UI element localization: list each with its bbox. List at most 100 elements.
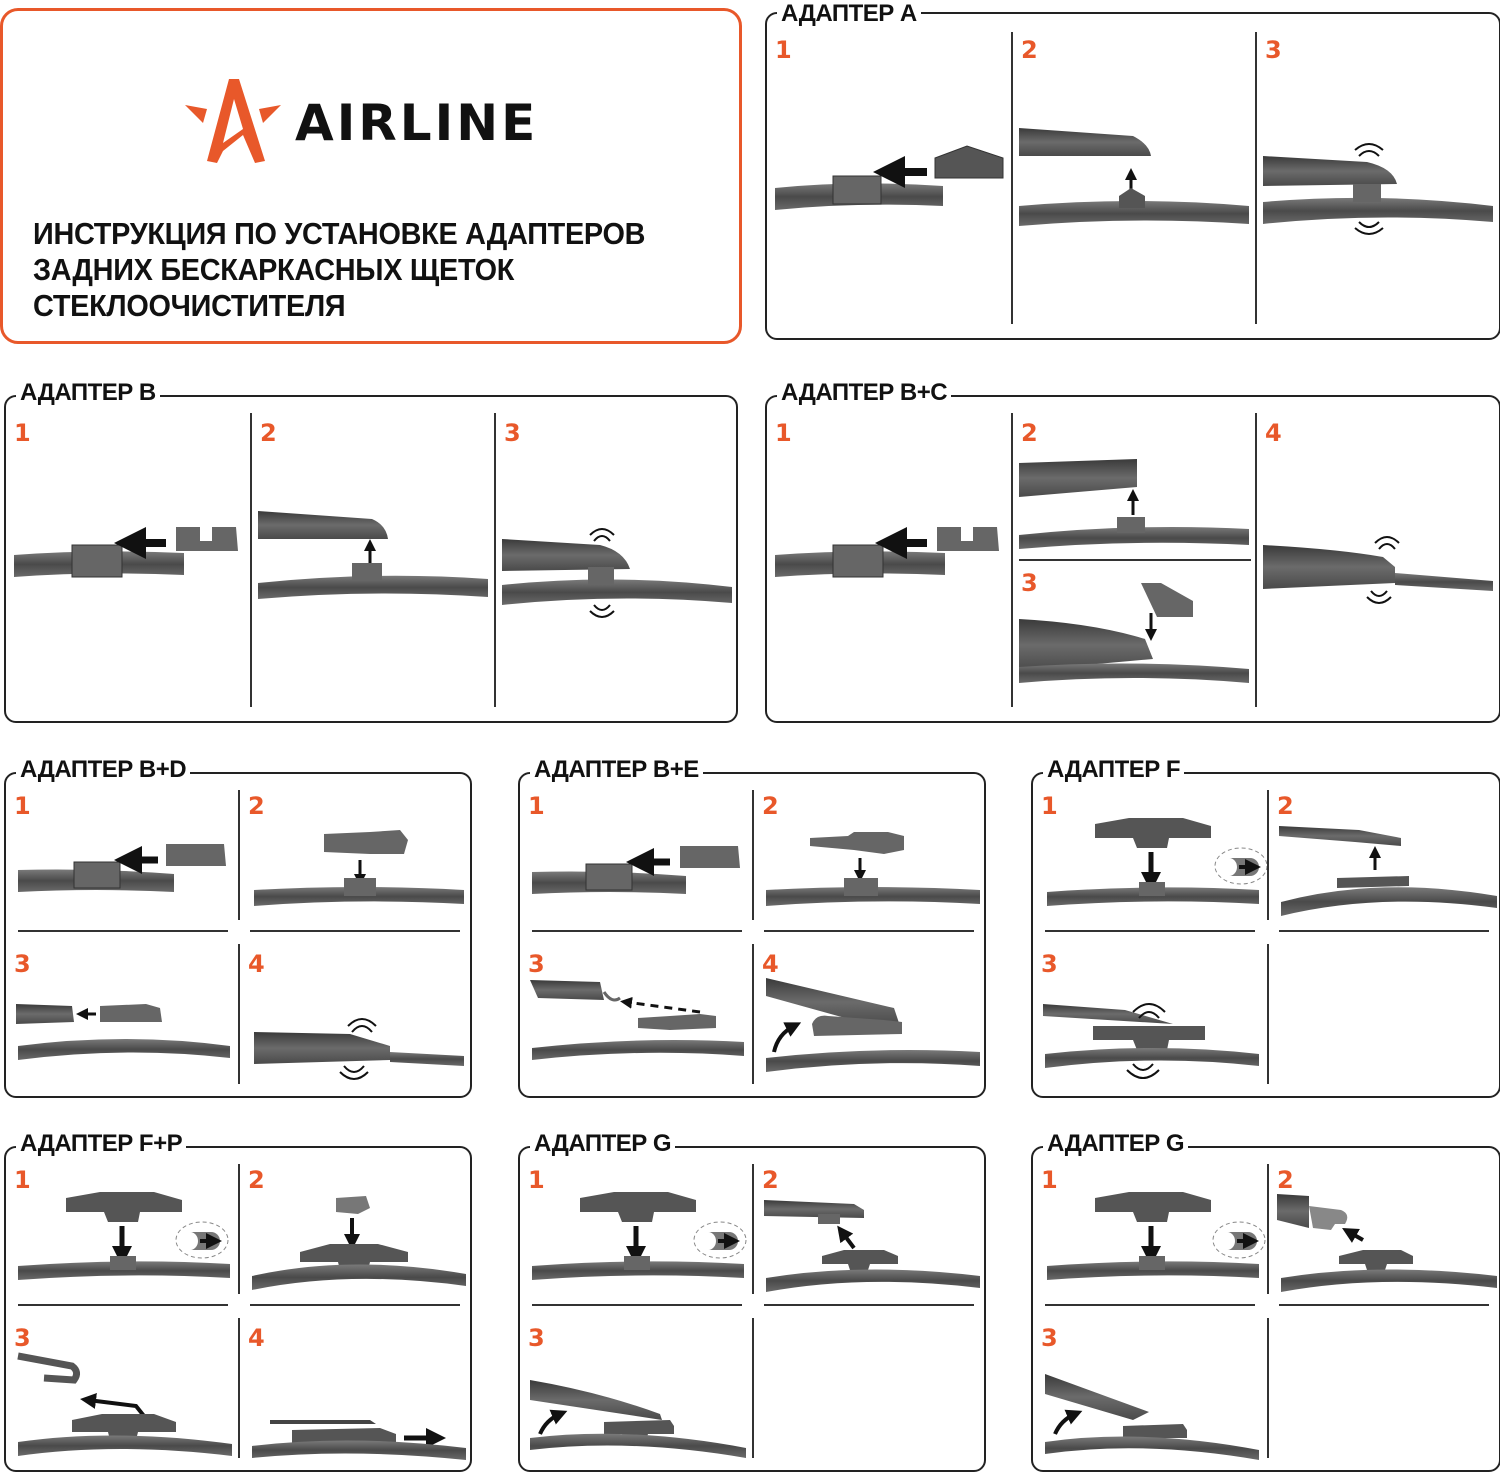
step-2: 2 [240,784,472,930]
hook-slide-illustration [530,980,744,1060]
arm-lift-illustration [1019,459,1249,549]
panel-title: АДАПТЕР B+D [16,756,191,784]
step-2: 2 [754,1158,986,1304]
panel-title: АДАПТЕР B+C [777,379,952,407]
step-3: 3 [6,942,238,1088]
step-number: 3 [528,950,545,978]
divider [1019,559,1251,561]
step-4: 4 [754,942,986,1088]
step-4: 4 [1257,411,1500,711]
panel-adapter-a: АДАПТЕР A 1 2 3 [765,0,1500,340]
divider [752,790,754,920]
step-2: 2 [1269,1158,1500,1304]
step-number: 2 [1021,419,1038,447]
click-mark-icon [1354,143,1384,157]
arm-click-illustration [254,1018,464,1080]
step-1: 1 [767,28,1011,328]
divider [18,930,228,932]
step-1: 1 [520,784,752,930]
step-number: 1 [14,792,31,820]
title-line: СТЕКЛООЧИСТИТЕЛЯ [33,288,346,323]
airline-star-logo-icon [185,79,281,163]
divider [1255,32,1257,324]
divider [250,413,252,707]
click-mark-icon [1354,221,1384,235]
adapter-press-illustration [766,832,980,906]
page-title: ИНСТРУКЦИЯ ПО УСТАНОВКЕ АДАПТЕРОВ ЗАДНИХ… [33,216,645,324]
arm-rotate-illustration [1045,1374,1259,1460]
click-mark-icon [1366,590,1392,604]
step-1: 1 [767,411,1011,711]
divider [752,1164,754,1294]
divider [1267,1318,1269,1458]
curved-arrow-icon [538,1409,568,1435]
step-3: 3 [520,1316,752,1462]
u-clip-slide-illustration [14,527,238,578]
clip-p-press-illustration [252,1196,466,1290]
arm-click-illustration [1263,143,1493,235]
clip-arm-attach-illustration [1277,1194,1497,1292]
arm-rotate-illustration [530,1380,746,1458]
u-clip-slide-illustration [775,527,999,578]
step-2: 2 [252,411,494,711]
divider [238,1164,240,1294]
step-number: 1 [775,419,792,447]
arm-diagonal-attach-illustration [764,1200,980,1292]
step-number: 2 [1021,36,1038,64]
curved-arrow-icon [1053,1409,1083,1435]
arm-slide-right-illustration [252,1420,466,1460]
step-1: 1 [6,784,238,930]
step-number: 2 [762,792,779,820]
step-number: 4 [762,950,779,978]
panel-adapter-g: АДАПТЕР G 1 2 3 [518,1130,986,1472]
step-number: 4 [248,950,265,978]
divider [494,413,496,707]
brand-name: AIRLINE [295,94,539,152]
step-3: 3 [1033,942,1267,1088]
panel-adapter-b-e: АДАПТЕР B+E 1 2 3 [518,756,986,1098]
panel-adapter-b-d: АДАПТЕР B+D 1 2 3 4 [4,756,472,1098]
divider [764,1304,974,1306]
step-2: 2 [1269,784,1500,930]
step-number: 2 [248,792,265,820]
step-2: 2 [1013,28,1255,328]
hook-attach-illustration [17,1352,232,1456]
arm-rotate-illustration [766,978,980,1072]
arm-lift-illustration [258,511,488,599]
step-number: 1 [775,36,792,64]
divider [532,1304,742,1306]
step-4: 4 [240,942,472,1088]
step-2: 2 [754,784,986,930]
divider [1267,1164,1269,1294]
step-number: 1 [528,792,545,820]
step-number: 3 [14,1324,31,1352]
divider [1011,413,1013,707]
step-number: 2 [762,1166,779,1194]
step-number: 3 [1041,1324,1058,1352]
panel-title: АДАПТЕР B+E [530,756,703,784]
click-mark-icon [1126,1063,1160,1079]
panel-title: АДАПТЕР G [1043,1130,1189,1158]
step-number: 3 [1021,569,1038,597]
step-number: 3 [504,419,521,447]
step-number: 3 [528,1324,545,1352]
curved-arrow-icon [772,1022,802,1053]
step-3: 3 [1033,1316,1267,1462]
step-3: 3 [520,942,752,1088]
title-line: ИНСТРУКЦИЯ ПО УСТАНОВКЕ АДАПТЕРОВ [33,216,646,251]
step-3: 3 [496,411,738,711]
click-mark-icon [347,1018,377,1033]
step-1: 1 [1033,784,1267,930]
step-number: 2 [248,1166,265,1194]
step-number: 1 [14,419,31,447]
adapter-g-press-illustration [1047,1192,1266,1280]
click-mark-icon [1374,536,1400,550]
step-number: 4 [1265,419,1282,447]
panel-adapter-b-c: АДАПТЕР B+C 1 2 3 4 [765,379,1500,723]
step-1: 1 [520,1158,752,1304]
adapter-f-press-illustration [18,1192,230,1280]
panel-title: АДАПТЕР F [1043,756,1185,784]
panel-title: АДАПТЕР G [530,1130,676,1158]
divider [764,930,974,932]
step-number: 1 [528,1166,545,1194]
